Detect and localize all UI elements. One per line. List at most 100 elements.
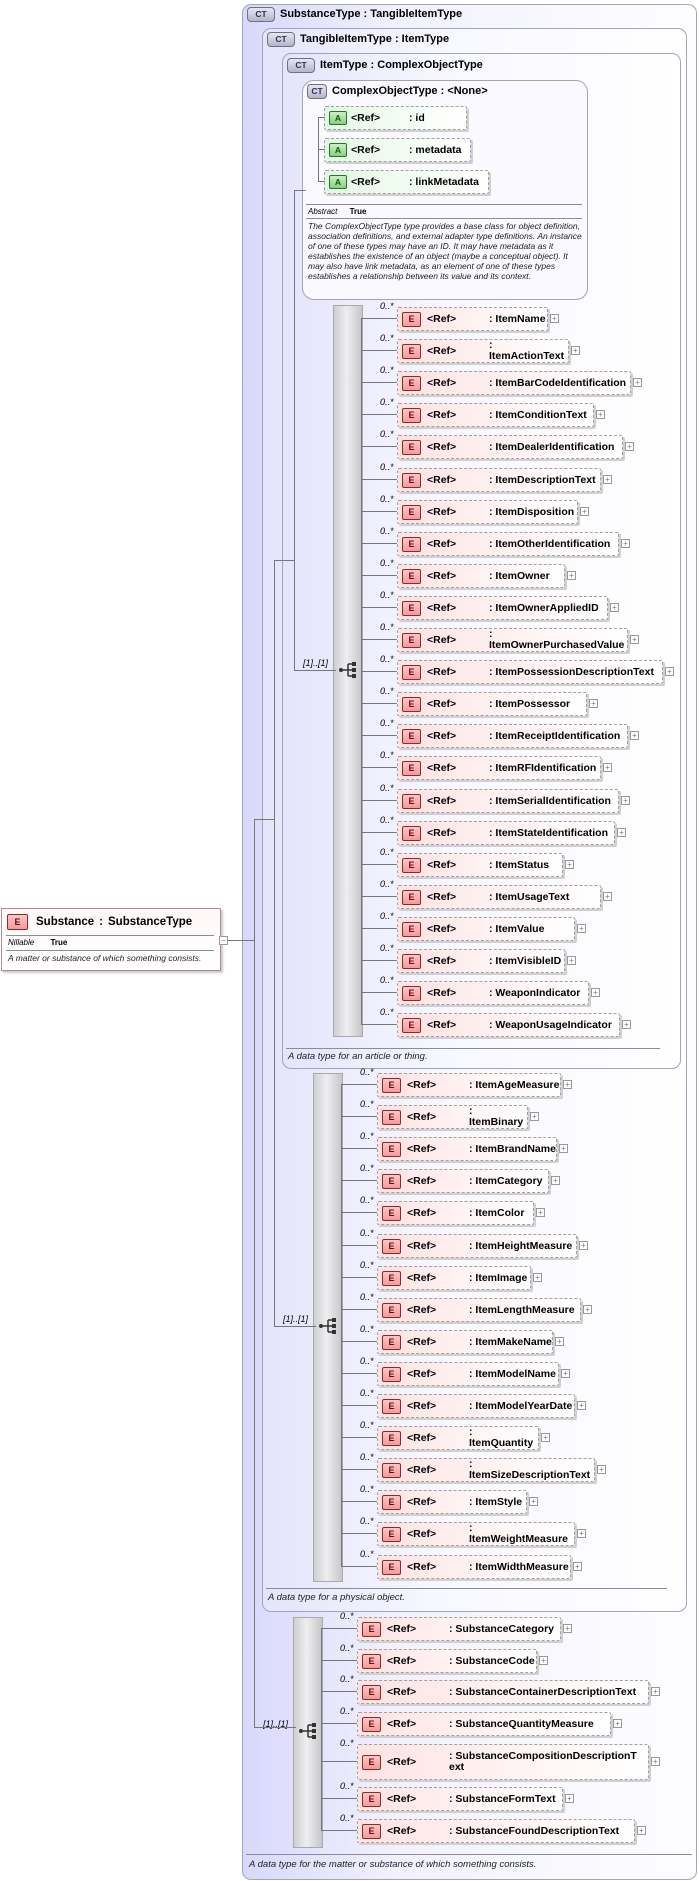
expand-toggle-icon[interactable]: + <box>633 378 642 387</box>
substance-type-header[interactable]: CT SubstanceType : TangibleItemType <box>247 6 462 22</box>
element-substance-code[interactable]: E<Ref>: SubstanceCode <box>357 1649 537 1673</box>
attribute-metadata[interactable]: A <Ref> : metadata <box>324 138 471 162</box>
expand-toggle-icon[interactable]: + <box>591 988 600 997</box>
element-item-weight-measure[interactable]: E<Ref>: ItemWeightMeasure <box>377 1522 575 1546</box>
expand-toggle-icon[interactable]: + <box>613 1719 622 1728</box>
expand-toggle-icon[interactable]: + <box>565 1794 574 1803</box>
expand-toggle-icon[interactable]: + <box>665 667 674 676</box>
expand-toggle-icon[interactable]: + <box>579 1241 588 1250</box>
element-item-name[interactable]: E<Ref>: ItemName <box>397 307 548 331</box>
expand-toggle-icon[interactable]: + <box>589 699 598 708</box>
element-substance-quantity-measure[interactable]: E<Ref>: SubstanceQuantityMeasure <box>357 1712 611 1736</box>
expand-toggle-icon[interactable]: + <box>550 314 559 323</box>
element-item-binary[interactable]: E<Ref>: ItemBinary <box>377 1105 528 1129</box>
element-item-dealer-identification[interactable]: E<Ref>: ItemDealerIdentification <box>397 435 623 459</box>
element-item-quantity[interactable]: E<Ref>: ItemQuantity <box>377 1426 539 1450</box>
element-substance-form-text[interactable]: E<Ref>: SubstanceFormText <box>357 1787 563 1811</box>
expand-toggle-icon[interactable]: + <box>529 1497 538 1506</box>
expand-toggle-icon[interactable]: + <box>610 603 619 612</box>
element-item-style[interactable]: E<Ref>: ItemStyle <box>377 1490 527 1514</box>
sequence-icon[interactable] <box>318 1318 338 1334</box>
attribute-link-metadata[interactable]: A <Ref> : linkMetadata <box>324 170 489 194</box>
item-type-header[interactable]: CT ItemType : ComplexObjectType <box>287 57 483 73</box>
expand-toggle-icon[interactable]: + <box>565 860 574 869</box>
element-weapon-usage-indicator[interactable]: E<Ref>: WeaponUsageIndicator <box>397 1013 620 1037</box>
element-item-color[interactable]: E<Ref>: ItemColor <box>377 1201 534 1225</box>
attribute-id[interactable]: A <Ref> : id <box>324 106 467 130</box>
element-substance-found-description-text[interactable]: E<Ref>: SubstanceFoundDescriptionText <box>357 1819 635 1843</box>
expand-toggle-icon[interactable]: + <box>539 1656 548 1665</box>
element-item-rf-identification[interactable]: E<Ref>: ItemRFIdentification <box>397 756 601 780</box>
element-substance-container-description-text[interactable]: E<Ref>: SubstanceContainerDescriptionTex… <box>357 1680 649 1704</box>
expand-toggle-icon[interactable]: + <box>617 828 626 837</box>
expand-toggle-icon[interactable]: + <box>536 1208 545 1217</box>
expand-toggle-icon[interactable]: + <box>603 763 612 772</box>
element-item-owner[interactable]: E<Ref>: ItemOwner <box>397 564 565 588</box>
element-item-possession-description-text[interactable]: E<Ref>: ItemPossessionDescriptionText <box>397 660 663 684</box>
expand-toggle-icon[interactable]: + <box>563 1080 572 1089</box>
substance-element-box[interactable]: E Substance : SubstanceType Nillable Tru… <box>1 908 221 971</box>
element-item-condition-text[interactable]: E<Ref>: ItemConditionText <box>397 403 594 427</box>
element-item-possessor[interactable]: E<Ref>: ItemPossessor <box>397 692 587 716</box>
element-substance-category[interactable]: E<Ref>: SubstanceCategory <box>357 1617 561 1641</box>
element-item-status[interactable]: E<Ref>: ItemStatus <box>397 853 563 877</box>
element-item-image[interactable]: E<Ref>: ItemImage <box>377 1266 531 1290</box>
expand-toggle-icon[interactable]: + <box>651 1687 660 1696</box>
expand-toggle-icon[interactable]: + <box>630 635 639 644</box>
expand-toggle-icon[interactable]: + <box>621 539 630 548</box>
element-item-height-measure[interactable]: E<Ref>: ItemHeightMeasure <box>377 1234 577 1258</box>
element-item-width-measure[interactable]: E<Ref>: ItemWidthMeasure <box>377 1555 571 1579</box>
element-item-brand-name[interactable]: E<Ref>: ItemBrandName <box>377 1137 557 1161</box>
element-item-receipt-identification[interactable]: E<Ref>: ItemReceiptIdentification <box>397 724 628 748</box>
expand-toggle-icon[interactable]: + <box>580 507 589 516</box>
element-item-bar-code-identification[interactable]: E<Ref>: ItemBarCodeIdentification <box>397 371 631 395</box>
expand-toggle-icon[interactable]: + <box>551 1176 560 1185</box>
expand-toggle-icon[interactable]: + <box>625 442 634 451</box>
expand-toggle-icon[interactable]: + <box>597 1465 606 1474</box>
element-item-size-description-text[interactable]: E<Ref>: ItemSizeDescriptionText <box>377 1458 595 1482</box>
element-item-action-text[interactable]: E<Ref>: ItemActionText <box>397 339 569 363</box>
element-item-value[interactable]: E<Ref>: ItemValue <box>397 917 575 941</box>
element-weapon-indicator[interactable]: E<Ref>: WeaponIndicator <box>397 981 589 1005</box>
element-item-age-measure[interactable]: E<Ref>: ItemAgeMeasure <box>377 1073 561 1097</box>
sequence-icon[interactable] <box>338 662 358 678</box>
element-item-owner-applied-id[interactable]: E<Ref>: ItemOwnerAppliedID <box>397 596 608 620</box>
expand-toggle-icon[interactable]: + <box>603 475 612 484</box>
element-item-usage-text[interactable]: E<Ref>: ItemUsageText <box>397 885 601 909</box>
expand-toggle-icon[interactable]: + <box>533 1273 542 1282</box>
sequence-icon[interactable] <box>298 1723 318 1739</box>
expand-toggle-icon[interactable]: + <box>571 346 580 355</box>
expand-toggle-icon[interactable]: + <box>622 1020 631 1029</box>
expand-toggle-icon[interactable]: + <box>567 571 576 580</box>
collapse-toggle-icon[interactable]: − <box>219 936 228 945</box>
element-substance-composition-description-text[interactable]: E<Ref>: SubstanceCompositionDescriptionT… <box>357 1744 649 1780</box>
expand-toggle-icon[interactable]: + <box>541 1433 550 1442</box>
expand-toggle-icon[interactable]: + <box>630 731 639 740</box>
expand-toggle-icon[interactable]: + <box>577 1401 586 1410</box>
expand-toggle-icon[interactable]: + <box>577 924 586 933</box>
element-item-make-name[interactable]: E<Ref>: ItemMakeName <box>377 1330 553 1354</box>
expand-toggle-icon[interactable]: + <box>559 1144 568 1153</box>
tangible-item-type-header[interactable]: CT TangibleItemType : ItemType <box>267 31 449 47</box>
expand-toggle-icon[interactable]: + <box>637 1826 646 1835</box>
expand-toggle-icon[interactable]: + <box>577 1529 586 1538</box>
expand-toggle-icon[interactable]: + <box>621 796 630 805</box>
element-item-serial-identification[interactable]: E<Ref>: ItemSerialIdentification <box>397 789 619 813</box>
expand-toggle-icon[interactable]: + <box>563 1624 572 1633</box>
complex-object-type-header[interactable]: CT ComplexObjectType : <None> <box>307 83 488 99</box>
element-item-model-year-date[interactable]: E<Ref>: ItemModelYearDate <box>377 1394 575 1418</box>
element-item-length-measure[interactable]: E<Ref>: ItemLengthMeasure <box>377 1298 581 1322</box>
element-item-model-name[interactable]: E<Ref>: ItemModelName <box>377 1362 559 1386</box>
expand-toggle-icon[interactable]: + <box>530 1112 539 1121</box>
expand-toggle-icon[interactable]: + <box>603 892 612 901</box>
element-item-other-identification[interactable]: E<Ref>: ItemOtherIdentification <box>397 532 619 556</box>
expand-toggle-icon[interactable]: + <box>567 956 576 965</box>
element-item-description-text[interactable]: E<Ref>: ItemDescriptionText <box>397 468 601 492</box>
element-item-state-identification[interactable]: E<Ref>: ItemStateIdentification <box>397 821 615 845</box>
expand-toggle-icon[interactable]: + <box>596 410 605 419</box>
element-item-disposition[interactable]: E<Ref>: ItemDisposition <box>397 500 578 524</box>
expand-toggle-icon[interactable]: + <box>651 1757 660 1766</box>
expand-toggle-icon[interactable]: + <box>561 1369 570 1378</box>
element-item-visible-id[interactable]: E<Ref>: ItemVisibleID <box>397 949 565 973</box>
element-item-owner-purchased-value[interactable]: E<Ref>: ItemOwnerPurchasedValue <box>397 628 628 652</box>
